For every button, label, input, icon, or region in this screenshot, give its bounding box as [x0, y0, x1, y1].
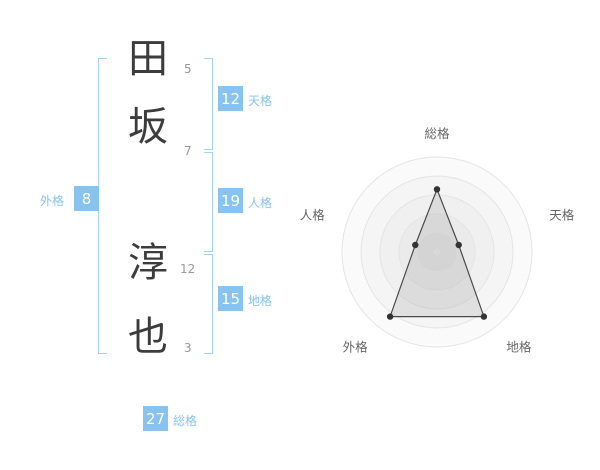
radar-chart: 総格天格地格 外格 人格: [290, 108, 590, 388]
radar-axis-label-0: 総格: [424, 126, 450, 141]
gaikaku-bracket: [98, 58, 107, 354]
jinkaku-bracket: [204, 152, 213, 252]
radar-data-point-0: [433, 186, 441, 193]
stroke-count-3: 12: [180, 262, 196, 276]
soukaku-label: 総格: [173, 414, 198, 428]
tenkaku-badge: 12: [218, 86, 243, 111]
radar-data-point-2: [480, 313, 488, 320]
stroke-count-4: 3: [184, 341, 192, 355]
radar-ring: [360, 175, 514, 329]
stroke-count-1: 5: [184, 62, 192, 76]
radar-data-point-3: [386, 313, 394, 320]
radar-ring: [417, 232, 457, 272]
name-char-1: 田: [128, 36, 168, 82]
tenkaku-label: 天格: [248, 94, 273, 108]
radar-axis-label-3: 外格: [343, 340, 369, 355]
radar-ring: [341, 156, 533, 348]
chikaku-bracket: [204, 254, 213, 354]
name-char-3: 淳: [128, 240, 168, 286]
radar-data-point-4: [412, 241, 419, 249]
soukaku-badge: 27: [143, 406, 168, 431]
gaikaku-badge: 8: [74, 186, 99, 211]
stroke-count-2: 7: [184, 144, 192, 158]
radar-data-point-1: [455, 241, 462, 249]
radar-axis-label-1: 天格: [549, 208, 575, 223]
jinkaku-label: 人格: [248, 196, 273, 210]
radar-center-marker-icon: [432, 247, 442, 257]
name-char-4: 也: [128, 314, 168, 360]
radar-ring: [398, 213, 476, 291]
radar-ring: [379, 194, 495, 310]
radar-axis-label-2: 地格: [506, 340, 532, 355]
radar-axis-label-4: 人格: [300, 208, 326, 223]
name-char-2: 坂: [128, 104, 168, 150]
gaikaku-label: 外格: [40, 194, 65, 208]
chikaku-label: 地格: [248, 294, 273, 308]
tenkaku-bracket: [204, 58, 213, 150]
jinkaku-badge: 19: [218, 188, 243, 213]
chikaku-badge: 15: [218, 286, 243, 311]
